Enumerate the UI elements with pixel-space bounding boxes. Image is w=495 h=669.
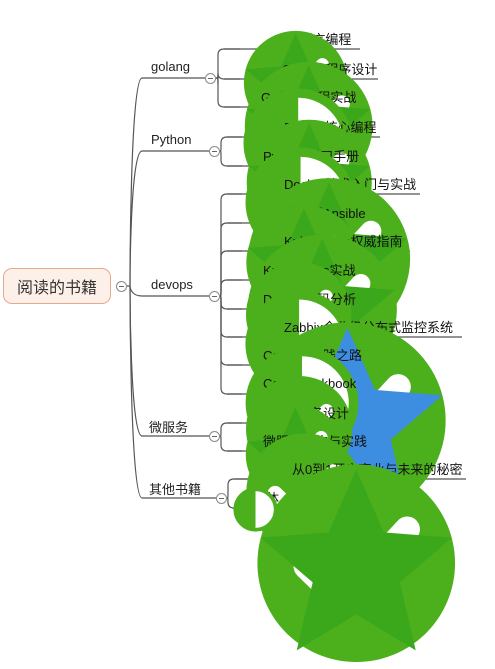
leaf-connector-1-1	[219, 150, 242, 167]
category-label[interactable]: devops	[151, 277, 193, 292]
book-item[interactable]: Go语言程序设计	[240, 57, 377, 190]
category-label[interactable]: Python	[151, 132, 192, 147]
half-circle-icon	[242, 345, 359, 460]
book-item[interactable]: Go语言编程	[240, 27, 351, 135]
check-circle-icon	[242, 374, 353, 483]
root-node[interactable]: 阅读的书籍	[3, 268, 111, 304]
root-collapse-toggle[interactable]	[116, 281, 127, 292]
trunk-branch-2	[129, 285, 143, 297]
leaf-connector-0-0	[215, 48, 240, 79]
book-item[interactable]: Kubernetes实战	[242, 258, 356, 368]
category-collapse-toggle[interactable]	[205, 72, 216, 84]
book-item[interactable]: Go并发编程实战	[240, 85, 356, 198]
leaf-connector-1-0	[219, 136, 242, 152]
half-circle-icon	[242, 146, 356, 258]
book-item[interactable]: Docker技术入门与实战	[242, 172, 416, 341]
book-item[interactable]: Zabbix企业级分布式监控系统	[242, 315, 453, 519]
green-star-icon	[250, 174, 408, 331]
green-star-icon	[247, 403, 344, 499]
book-item[interactable]: CoreOS实践之路	[242, 343, 362, 460]
half-circle-icon	[240, 87, 353, 198]
book-item[interactable]: Python 学习手册	[242, 144, 359, 258]
book-item[interactable]: Python核心编程	[242, 115, 376, 245]
leaf-connector-2-2	[219, 250, 242, 297]
leaf-connector-0-2	[215, 77, 240, 108]
category-collapse-toggle[interactable]	[209, 430, 220, 442]
book-item[interactable]: Kubernetes权威指南	[242, 229, 403, 384]
book-item[interactable]: 微服务设计	[242, 401, 349, 505]
green-star-icon	[246, 59, 371, 182]
category-collapse-toggle[interactable]	[209, 290, 220, 302]
check-circle-icon	[242, 431, 363, 550]
category-label[interactable]: 其他书籍	[149, 482, 202, 497]
leaf-connector-4-1	[226, 497, 235, 509]
leaf-connector-3-0	[219, 422, 242, 437]
green-star-icon	[248, 117, 370, 238]
category-label[interactable]: 微服务	[149, 420, 189, 435]
leaf-connector-2-6	[219, 295, 242, 366]
half-circle-icon	[232, 487, 278, 532]
green-star-icon	[248, 203, 360, 314]
green-star-icon	[250, 231, 395, 376]
book-item[interactable]: 三体	[232, 486, 279, 532]
leaf-connector-2-5	[219, 295, 242, 338]
leaf-connector-2-7	[219, 295, 242, 395]
leaf-connector-3-1	[219, 435, 242, 452]
blue-star-icon	[252, 317, 443, 508]
green-star-icon	[245, 29, 346, 129]
book-item[interactable]: Ceph Cookbook	[242, 372, 356, 483]
mind-map: 阅读的书籍 golangGo语言编程Go语言程序设计Go并发编程实战Python…	[0, 0, 495, 521]
half-circle-icon	[242, 289, 353, 398]
leaf-connector-2-3	[219, 279, 242, 297]
category-collapse-toggle[interactable]	[209, 145, 220, 157]
leaf-connector-2-4	[219, 295, 242, 310]
check-circle-icon	[242, 260, 352, 368]
category-label[interactable]: golang	[151, 59, 191, 74]
root-label: 阅读的书籍	[16, 280, 97, 297]
trunk-branch-4	[129, 285, 143, 499]
book-item[interactable]: 微服务架构与实践	[242, 429, 367, 550]
green-star-icon	[260, 459, 452, 651]
category-collapse-toggle[interactable]	[216, 492, 227, 504]
trunk-branch-1	[129, 150, 143, 287]
trunk-branch-0	[129, 77, 143, 287]
book-item[interactable]: 奔跑吧Ansible	[242, 201, 366, 321]
leaf-connector-2-1	[219, 222, 242, 297]
book-item[interactable]: 从0到1开启商业与未来的秘密	[250, 457, 462, 663]
book-item[interactable]: Docker源码分析	[242, 287, 356, 398]
